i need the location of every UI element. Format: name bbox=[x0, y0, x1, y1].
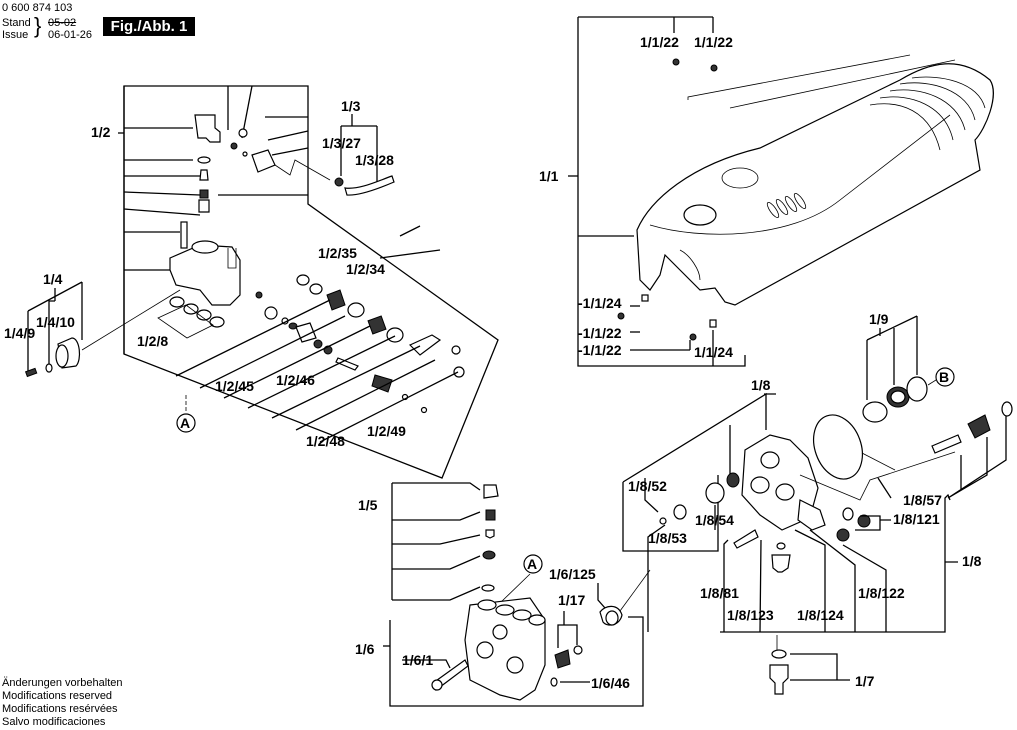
group-1-8-head bbox=[622, 376, 1013, 633]
group-1-3-hose bbox=[334, 114, 395, 196]
label-1-2-35: 1/2/35 bbox=[318, 245, 357, 261]
label-1-1-22-a: 1/1/22 bbox=[640, 34, 679, 50]
figure-badge: Fig./Abb. 1 bbox=[103, 17, 195, 36]
label-1-2-34: 1/2/34 bbox=[346, 261, 385, 277]
label-1-8-81: 1/8/81 bbox=[700, 585, 739, 601]
label-1-8-53: 1/8/53 bbox=[648, 530, 687, 546]
label-1-8-123: 1/8/123 bbox=[727, 607, 774, 623]
label-1-7: 1/7 bbox=[855, 673, 875, 689]
callout-a-mid-label: A bbox=[527, 556, 537, 572]
group-1-1-cover bbox=[568, 16, 994, 367]
note-en: Modifications reserved bbox=[2, 690, 113, 702]
note-de: Änderungen vorbehalten bbox=[2, 677, 123, 689]
label-1-2-49: 1/2/49 bbox=[367, 423, 406, 439]
label-1-6-46: 1/6/46 bbox=[591, 675, 630, 691]
label-1-2-8: 1/2/8 bbox=[137, 333, 168, 349]
label-1-1-22-c: -1/1/22 bbox=[578, 325, 622, 341]
group-1-4-wheel bbox=[24, 281, 181, 378]
label-1-8-top: 1/8 bbox=[751, 377, 771, 393]
inlet-elbow bbox=[194, 114, 221, 143]
label-1-1-22-b: 1/1/22 bbox=[694, 34, 733, 50]
label-1-3-28: 1/3/28 bbox=[355, 152, 394, 168]
label-1-17: 1/17 bbox=[558, 592, 585, 608]
label-1-6: 1/6 bbox=[355, 641, 375, 657]
label-1-1: 1/1 bbox=[539, 168, 559, 184]
label-1-3: 1/3 bbox=[341, 98, 361, 114]
label-1-2-48: 1/2/48 bbox=[306, 433, 345, 449]
label-1-8-54: 1/8/54 bbox=[695, 512, 734, 528]
cover-side-slots bbox=[766, 193, 807, 218]
label-1-4: 1/4 bbox=[43, 271, 63, 287]
label-1-6-1: 1/6/1 bbox=[402, 652, 433, 668]
label-1-9: 1/9 bbox=[869, 311, 889, 327]
stand-label: Stand bbox=[2, 17, 31, 29]
label-1-8-122: 1/8/122 bbox=[858, 585, 905, 601]
label-1-1-24-a: -1/1/24 bbox=[578, 295, 622, 311]
label-1-3-27: 1/3/27 bbox=[322, 135, 361, 151]
new-date: 06-01-26 bbox=[48, 29, 93, 41]
manifold-body bbox=[169, 244, 241, 306]
group-1-9-seals bbox=[866, 315, 918, 400]
group-1-7-unloader bbox=[769, 635, 850, 695]
label-1-4-10: 1/4/10 bbox=[36, 314, 75, 330]
label-1-2: 1/2 bbox=[91, 124, 111, 140]
label-1-8-121: 1/8/121 bbox=[893, 511, 940, 527]
label-1-8-124: 1/8/124 bbox=[797, 607, 844, 623]
note-fr: Modifications resérvées bbox=[2, 703, 118, 715]
label-1-1-22-d: -1/1/22 bbox=[578, 342, 622, 358]
modification-notes: Änderungen vorbehalten Modifications res… bbox=[2, 677, 122, 729]
label-1-2-46: 1/2/46 bbox=[276, 372, 315, 388]
callout-b bbox=[935, 367, 955, 387]
issue-label: Issue bbox=[2, 29, 29, 41]
brace-icon: } bbox=[34, 13, 42, 38]
cover-vent-slots bbox=[869, 76, 986, 151]
note-es: Salvo modificaciones bbox=[2, 716, 106, 728]
group-1-6-pump-housing bbox=[383, 569, 651, 707]
group-1-5-valve bbox=[391, 482, 499, 601]
document-number: 0 600 874 103 bbox=[2, 2, 73, 14]
callout-a-mid bbox=[523, 554, 543, 574]
callout-a-left bbox=[176, 413, 196, 433]
label-1-1-24-b: 1/1/24 bbox=[694, 344, 733, 360]
group-1-2-manifold bbox=[118, 85, 499, 479]
old-date: 05-02 bbox=[48, 17, 77, 29]
label-1-8-right: 1/8 bbox=[962, 553, 982, 569]
label-1-5: 1/5 bbox=[358, 497, 378, 513]
callout-a-left-label: A bbox=[180, 415, 190, 431]
label-1-4-9: 1/4/9 bbox=[4, 325, 35, 341]
label-1-8-57: 1/8/57 bbox=[903, 492, 942, 508]
label-1-6-125: 1/6/125 bbox=[549, 566, 596, 582]
callout-b-label: B bbox=[939, 369, 949, 385]
pump-housing-body bbox=[464, 597, 546, 701]
label-1-8-52: 1/8/52 bbox=[628, 478, 667, 494]
label-1-2-45: 1/2/45 bbox=[215, 378, 254, 394]
cover-housing bbox=[636, 63, 994, 306]
